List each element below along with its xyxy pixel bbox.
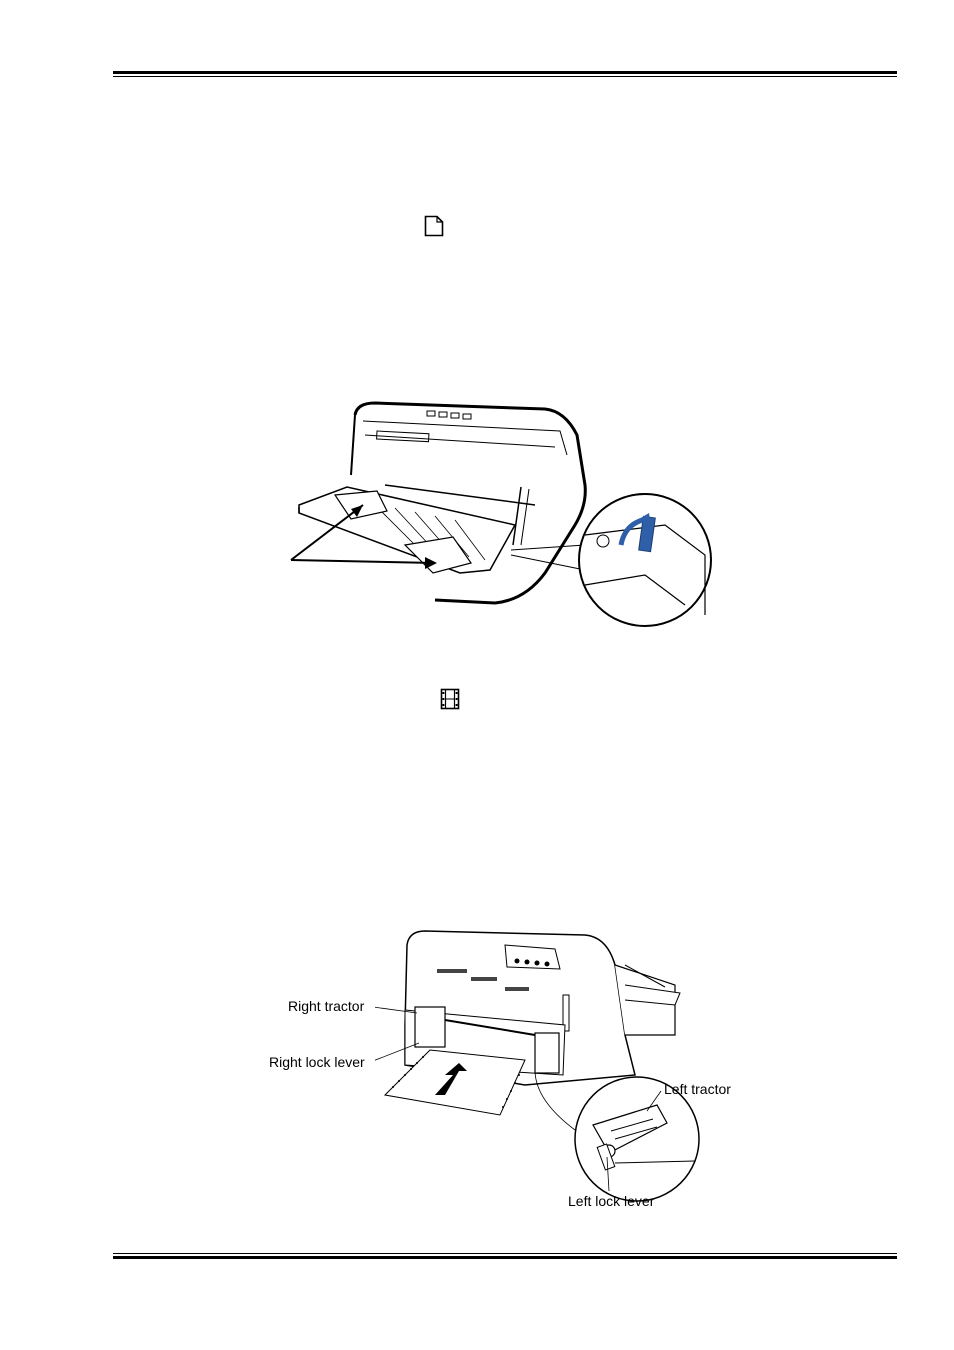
left-tractor-label: Left tractor (664, 1081, 731, 1097)
right-tractor-label: Right tractor (288, 998, 364, 1014)
left-lock-lever-label: Left lock lever (568, 1193, 654, 1209)
header-rule-thick (113, 71, 897, 74)
footer-rule-thick (113, 1256, 897, 1259)
right-lock-lever-label: Right lock lever (269, 1054, 365, 1070)
page-icon (424, 215, 444, 242)
header-rule-thin (113, 76, 897, 77)
continuous-paper-icon (440, 688, 460, 715)
printer-front-feed-illustration (285, 395, 715, 640)
footer-rule-thin (113, 1253, 897, 1254)
tractor-feed-illustration (375, 925, 775, 1220)
